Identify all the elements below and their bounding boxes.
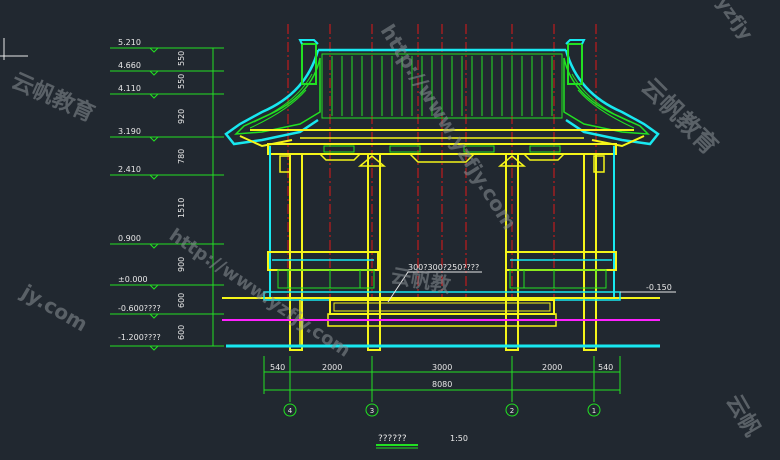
elev-mark-8: -1.200???? (110, 333, 224, 351)
watermark-short-2: jy.com (17, 279, 92, 336)
roof-outline (224, 48, 660, 146)
axis-label-3: 3 (370, 407, 374, 415)
roof-tiles-green (321, 53, 563, 119)
vdim-7: 600 (177, 325, 186, 340)
drawing-title-block: ?????? 1:50 (376, 434, 468, 449)
roof-right-wing (563, 57, 650, 135)
elev-label-1: 4.660 (118, 61, 141, 70)
hdim-0: 540 (270, 363, 285, 372)
drawing-scale: 1:50 (450, 434, 468, 443)
elev-label-3: 3.190 (118, 127, 141, 136)
elev-mark-3: 3.190 (110, 127, 224, 142)
hdim-2: 3000 (432, 363, 452, 372)
axis-bubble-3: 3 (365, 403, 379, 417)
right-level-annotation: -0.150 (620, 283, 676, 293)
pavilion-roof (224, 39, 660, 148)
roof-tile-ribs (331, 56, 553, 116)
railing-right (505, 251, 617, 289)
elev-label-6: ±0.000 (118, 275, 148, 284)
total-dim: 8080 (432, 380, 452, 389)
elev-mark-2: 4.110 (110, 84, 224, 99)
hdim-1: 2000 (322, 363, 342, 372)
horizontal-dimension-group (263, 356, 621, 402)
axis-label-4: 4 (288, 407, 293, 415)
beam-and-brackets (267, 143, 617, 173)
floor-annotation: 300?300?250???? (387, 263, 482, 303)
elev-label-5: 0.900 (118, 234, 141, 243)
watermark-cn-4: 云帆 (721, 391, 765, 442)
vdim-1: 550 (177, 74, 186, 89)
elev-mark-7: -0.600???? (110, 304, 224, 319)
elevation-dimension-group: 5.210 4.660 4.110 3.190 2.410 0.900 (110, 38, 224, 351)
watermark-url-2: http://www.yzfjy.com (165, 225, 354, 362)
elev-label-2: 4.110 (118, 84, 141, 93)
ucs-icon (0, 38, 28, 60)
elev-label-0: 5.210 (118, 38, 141, 47)
axis-label-1: 1 (592, 407, 596, 415)
watermark-cn-1: 云帆教育 (8, 68, 99, 128)
roof-left-wing (234, 57, 321, 135)
ridge-ornament-left (301, 43, 317, 85)
axis-label-2: 2 (510, 407, 514, 415)
elev-label-8: -1.200???? (118, 333, 161, 342)
vdim-2: 920 (177, 109, 186, 124)
vdim-6: 600 (177, 293, 186, 308)
platform (222, 291, 660, 346)
watermark-cn-2: 云帆教育 (636, 72, 724, 160)
vdim-0: 550 (177, 51, 186, 66)
hdim-4: 540 (598, 363, 613, 372)
vdim-5: 900 (177, 257, 186, 272)
watermark-url-1: http://www.yzfjy.com (376, 20, 522, 234)
elev-label-4: 2.410 (118, 165, 141, 174)
right-level-text: -0.150 (646, 283, 672, 292)
axis-bubble-2: 2 (505, 403, 519, 417)
elev-mark-1: 4.660 (110, 61, 224, 76)
elev-label-7: -0.600???? (118, 304, 161, 313)
watermark-short-1: yzfjy (712, 0, 757, 44)
axis-bubble-4: 4 (283, 403, 297, 417)
hdim-3: 2000 (542, 363, 562, 372)
elev-mark-6: ±0.000 (110, 275, 224, 290)
axis-bubble-1: 1 (587, 403, 601, 417)
vdim-3: 780 (177, 149, 186, 164)
vdim-4: 1510 (177, 198, 186, 218)
elev-mark-5: 0.900 (110, 234, 224, 249)
railing-left (267, 251, 379, 289)
ridge-ornament-right (567, 43, 583, 85)
elev-mark-4: 2.410 (110, 165, 224, 180)
drawing-title: ?????? (378, 434, 407, 444)
bracket-green-details (323, 145, 561, 153)
floor-annotation-text: 300?300?250???? (408, 263, 479, 272)
elev-mark-0: 5.210 (110, 38, 224, 53)
